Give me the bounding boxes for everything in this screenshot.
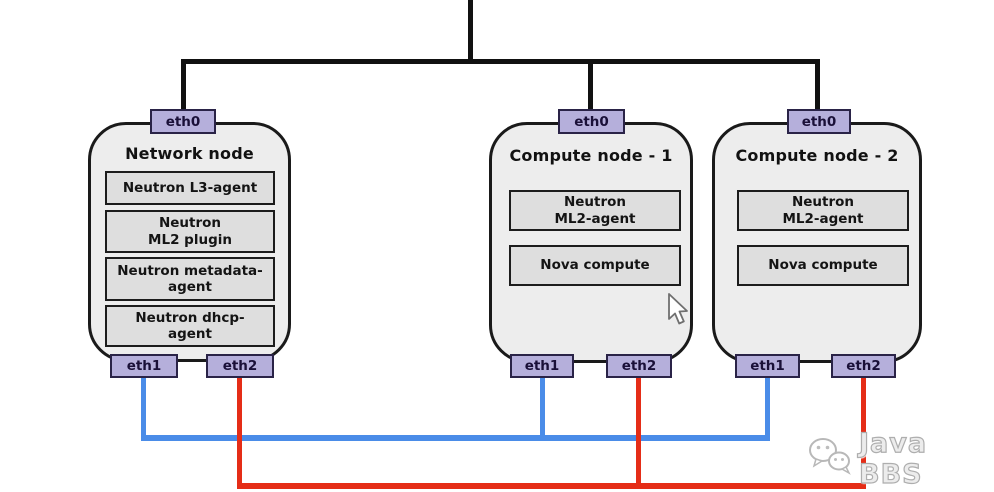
eth0-badge-compute-node-2: eth0 xyxy=(787,109,851,134)
eth1-badge-network-node: eth1 xyxy=(110,354,178,378)
wechat-icon xyxy=(806,436,854,482)
eth0-badge-network-node: eth0 xyxy=(150,109,216,134)
component-nova-compute: Nova compute xyxy=(737,245,909,286)
watermark-text: Java BBS xyxy=(858,427,928,490)
component-neutron-dhcp-agent: Neutron dhcp- agent xyxy=(105,305,275,347)
component-neutron-ml2-agent: Neutron ML2-agent xyxy=(509,190,681,231)
eth1-drop-compute-node-2 xyxy=(765,377,770,441)
mouse-pointer-icon xyxy=(666,293,690,331)
eth2-drop-network-node xyxy=(237,377,242,489)
node-title: Compute node - 1 xyxy=(509,146,673,165)
compute-node-2: Compute node - 2 Neutron ML2-agent Nova … xyxy=(712,122,922,363)
eth0-badge-compute-node-1: eth0 xyxy=(558,109,625,134)
eth2-badge-network-node: eth2 xyxy=(206,354,274,378)
component-neutron-ml2-plugin: Neutron ML2 plugin xyxy=(105,210,275,253)
eth0-drop-compute-node-2 xyxy=(815,59,820,111)
eth1-badge-compute-node-1: eth1 xyxy=(510,354,574,378)
eth1-drop-network-node xyxy=(141,377,146,441)
eth1-drop-compute-node-1 xyxy=(540,377,545,441)
watermark: Java BBS xyxy=(806,427,994,491)
component-neutron-l3-agent: Neutron L3-agent xyxy=(105,171,275,205)
eth1-badge-compute-node-2: eth1 xyxy=(735,354,800,378)
eth0-drop-network-node xyxy=(181,59,186,111)
eth2-badge-compute-node-1: eth2 xyxy=(606,354,672,378)
management-bus-line xyxy=(181,59,820,64)
compute-node-1: Compute node - 1 Neutron ML2-agent Nova … xyxy=(489,122,693,363)
uplink-vertical-line xyxy=(468,0,473,63)
network-node: Network node Neutron L3-agent Neutron ML… xyxy=(88,122,291,362)
eth0-drop-compute-node-1 xyxy=(588,59,593,111)
node-title: Compute node - 2 xyxy=(735,146,899,165)
eth2-drop-compute-node-1 xyxy=(636,377,641,489)
component-neutron-metadata-agent: Neutron metadata- agent xyxy=(105,257,275,301)
node-title: Network node xyxy=(125,144,254,163)
eth2-badge-compute-node-2: eth2 xyxy=(831,354,896,378)
component-neutron-ml2-agent: Neutron ML2-agent xyxy=(737,190,909,231)
eth2-bus-line xyxy=(237,483,866,489)
component-nova-compute: Nova compute xyxy=(509,245,681,286)
eth2-drop-compute-node-2 xyxy=(861,377,866,489)
eth1-bus-line xyxy=(141,435,770,441)
